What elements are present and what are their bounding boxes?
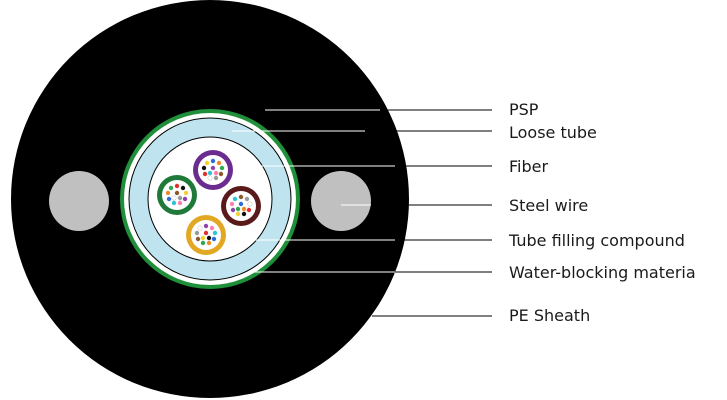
fiber-dot bbox=[230, 207, 236, 213]
fiber-dot bbox=[213, 175, 219, 181]
fiber-dot bbox=[182, 196, 188, 202]
fiber-dot bbox=[235, 206, 241, 212]
fiber-dot bbox=[241, 211, 247, 217]
fiber-dot bbox=[235, 211, 241, 217]
fiber-dot bbox=[201, 165, 207, 171]
fiber-dot bbox=[210, 158, 216, 164]
fiber-bundle bbox=[165, 158, 253, 246]
fiber-dot bbox=[244, 196, 250, 202]
label-tube-filling-compound: Tube filling compound bbox=[508, 231, 685, 250]
fiber-dot bbox=[238, 194, 244, 200]
inner-core bbox=[147, 136, 273, 262]
fiber-dot bbox=[200, 240, 206, 246]
fiber-dot bbox=[166, 196, 172, 202]
fiber-dot bbox=[206, 235, 212, 241]
fiber-dot bbox=[241, 206, 247, 212]
fiber-dot bbox=[211, 236, 217, 242]
fiber-dot bbox=[246, 207, 252, 213]
fiber-dot bbox=[180, 185, 186, 191]
fiber-dot bbox=[210, 165, 216, 171]
fiber-dot bbox=[168, 185, 174, 191]
fiber-dot bbox=[203, 223, 209, 229]
fiber-dot bbox=[203, 230, 209, 236]
steel-wire-right bbox=[311, 171, 371, 231]
fiber-dot bbox=[171, 195, 177, 201]
fiber-dot bbox=[174, 183, 180, 189]
label-steel-wire: Steel wire bbox=[509, 196, 588, 215]
fiber-dot bbox=[209, 225, 215, 231]
fiber-dot bbox=[177, 195, 183, 201]
fiber-dot bbox=[216, 160, 222, 166]
fiber-dot bbox=[207, 175, 213, 181]
label-loose-tube: Loose tube bbox=[509, 123, 597, 142]
fiber-dot bbox=[247, 201, 253, 207]
fiber-dot bbox=[202, 171, 208, 177]
fiber-dot bbox=[238, 201, 244, 207]
fiber-dot bbox=[212, 230, 218, 236]
fiber-dot bbox=[213, 170, 219, 176]
fiber-dot bbox=[183, 190, 189, 196]
fiber-dot bbox=[194, 230, 200, 236]
label-psp: PSP bbox=[509, 100, 539, 119]
steel-wire-left bbox=[49, 171, 109, 231]
fiber-dot bbox=[232, 196, 238, 202]
label-water-blocking-material: Water-blocking materia bbox=[509, 263, 696, 282]
fiber-dot bbox=[206, 240, 212, 246]
fiber-dot bbox=[204, 160, 210, 166]
fiber-dot bbox=[200, 235, 206, 241]
label-fiber: Fiber bbox=[509, 157, 548, 176]
fiber-dot bbox=[165, 190, 171, 196]
fiber-dot bbox=[207, 170, 213, 176]
fiber-dot bbox=[229, 201, 235, 207]
fiber-dot bbox=[197, 225, 203, 231]
fiber-dot bbox=[219, 165, 225, 171]
fiber-dot bbox=[195, 236, 201, 242]
fiber-dot bbox=[177, 200, 183, 206]
fiber-dot bbox=[218, 171, 224, 177]
label-pe-sheath: PE Sheath bbox=[509, 306, 590, 325]
fiber-dot bbox=[171, 200, 177, 206]
fiber-dot bbox=[174, 190, 180, 196]
